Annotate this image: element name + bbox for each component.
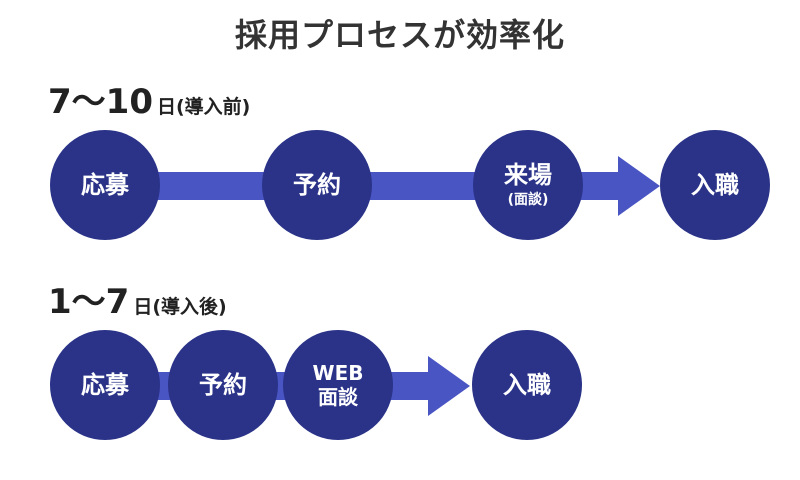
step-before-visit-label: 来場 (504, 161, 552, 189)
step-before-visit-sub: (面談) (507, 192, 549, 208)
period-after-unit: 日(導入後) (133, 296, 227, 318)
period-before-days: 7〜10 (48, 82, 153, 122)
step-after-web-interview: WEB 面談 (283, 330, 393, 440)
period-after-days: 1〜7 (48, 282, 130, 322)
step-after-web-label: WEB (312, 361, 364, 385)
step-after-hire-label: 入職 (503, 371, 551, 399)
connector-before-arrowhead (618, 156, 660, 216)
step-before-reserve: 予約 (262, 130, 372, 240)
diagram-title: 採用プロセスが効率化 (234, 16, 565, 54)
step-before-apply-label: 応募 (81, 171, 129, 199)
step-before-reserve-label: 予約 (293, 171, 341, 199)
connector-after-arrowhead (428, 356, 470, 416)
step-before-visit: 来場 (面談) (473, 130, 583, 240)
step-after-web-sub: 面談 (318, 385, 358, 409)
step-after-reserve: 予約 (168, 330, 278, 440)
step-after-apply: 応募 (50, 330, 160, 440)
step-after-apply-label: 応募 (81, 371, 129, 399)
period-before-unit: 日(導入前) (156, 96, 251, 118)
step-before-hire-label: 入職 (691, 171, 739, 199)
step-after-hire: 入職 (472, 330, 582, 440)
step-before-hire: 入職 (660, 130, 770, 240)
step-before-apply: 応募 (50, 130, 160, 240)
step-after-reserve-label: 予約 (199, 371, 247, 399)
